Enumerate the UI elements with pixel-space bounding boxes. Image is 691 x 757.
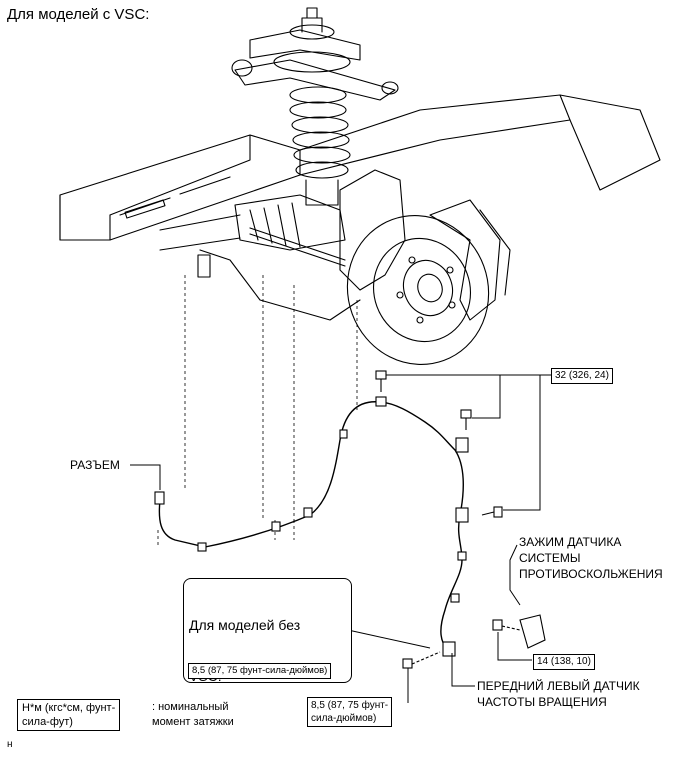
brake-disc <box>346 215 490 365</box>
sensor-label-line2: ЧАСТОТЫ ВРАЩЕНИЯ <box>477 695 607 709</box>
bolts <box>375 370 546 669</box>
connector-label: РАЗЪЕМ <box>70 458 120 472</box>
frame-rail <box>59 94 661 241</box>
torque-sensor-line2: сила-дюймов) <box>311 713 377 724</box>
torque-box-clamp: 14 (138, 10) <box>533 654 595 670</box>
clamp-label-line2: СИСТЕМЫ <box>519 551 581 565</box>
sensor-label-line1: ПЕРЕДНИЙ ЛЕВЫЙ ДАТЧИК <box>477 679 640 693</box>
speed-sensor-body <box>442 641 456 657</box>
sensor-wire <box>158 401 464 651</box>
bolt-sensor <box>402 651 441 669</box>
torque-box-sensor: 8,5 (87, 75 фунт- сила-дюймов) <box>307 697 393 727</box>
torque-box-inset: 8,5 (87, 75 фунт-сила-дюймов) <box>188 663 332 679</box>
drive-shaft <box>159 194 361 321</box>
strut-mount <box>273 7 351 73</box>
legend-desc-line1: : номинальный <box>152 701 229 713</box>
sensor-clamp <box>519 614 546 649</box>
legend-unit-box: Н*м (кгс*см, фунт- сила-фут) <box>17 699 121 731</box>
dust-cover <box>429 199 511 321</box>
leader-lines <box>130 374 551 703</box>
bolt-clamp <box>492 619 521 631</box>
legend-desc-line2: момент затяжки <box>152 716 234 728</box>
torque-sensor-line1: 8,5 (87, 75 фунт- <box>311 700 389 711</box>
inset-non-vsc: Для моделей без VSC: 8,5 (87, 75 фунт-си… <box>183 578 352 684</box>
bolt-bracket-3 <box>481 506 503 518</box>
upper-control-arm <box>231 29 399 101</box>
projection-lines <box>157 275 358 631</box>
bolt-bracket-2 <box>460 409 472 430</box>
clamp-label-line3: ПРОТИВОСКОЛЬЖЕНИЯ <box>519 567 663 581</box>
bolt-bracket-1 <box>375 370 387 392</box>
inset-title-line1: Для моделей без <box>189 617 301 633</box>
clamp-label-line1: ЗАЖИМ ДАТЧИКА <box>519 535 622 549</box>
torque-box-bracket: 32 (326, 24) <box>551 368 613 384</box>
legend-unit-line1: Н*м (кгс*см, фунт- <box>22 702 116 714</box>
inset-title: Для моделей без VSC: <box>189 583 300 719</box>
page-heading: Для моделей с VSC: <box>7 6 150 23</box>
legend-unit-line2: сила-фут) <box>22 716 73 728</box>
footer-mark: н <box>7 739 13 750</box>
wire-clips <box>154 396 469 657</box>
coil-spring <box>289 86 351 206</box>
steering-knuckle <box>249 169 406 291</box>
connector-plug <box>154 491 165 505</box>
